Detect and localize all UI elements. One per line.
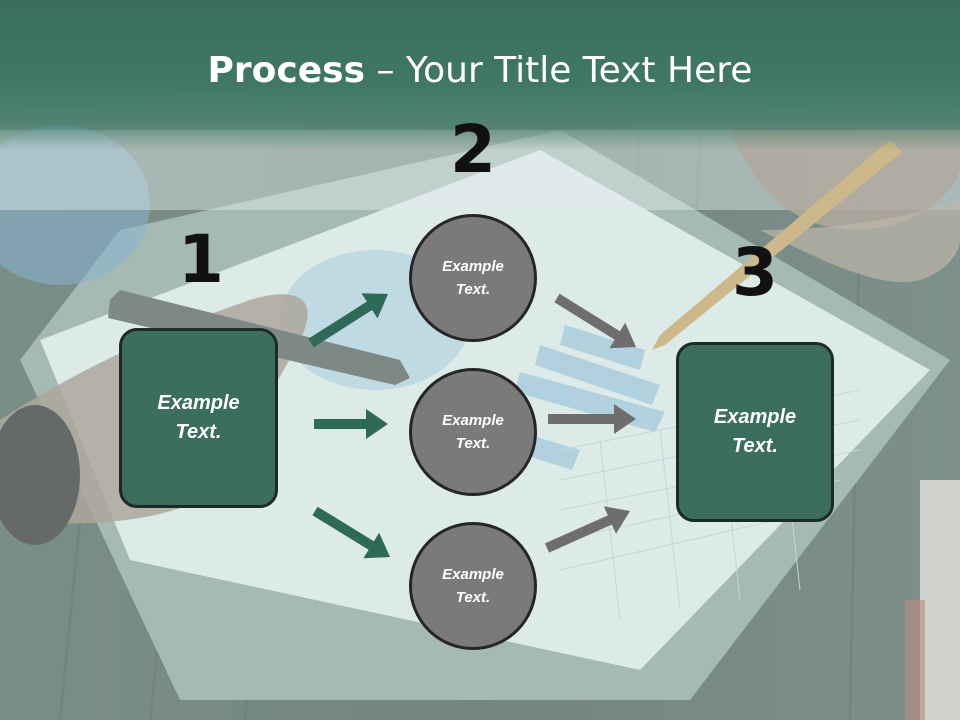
- step-3-box-text: Example Text.: [713, 406, 797, 457]
- circle-middle-text: Example Text.: [442, 412, 504, 452]
- arrow-1-to-top: [308, 293, 388, 348]
- arrow-top-to-3: [554, 293, 636, 349]
- step-1-box[interactable]: Example Text.: [119, 328, 278, 508]
- arrow-bottom-to-3: [545, 506, 630, 553]
- step-2-circle-top[interactable]: Example Text.: [409, 214, 537, 342]
- circle-top-text: Example Text.: [442, 258, 504, 298]
- slide-title[interactable]: Process – Your Title Text Here: [0, 50, 960, 91]
- step-2-circle-bottom[interactable]: Example Text.: [409, 522, 537, 650]
- step-1-number: 1: [178, 221, 224, 298]
- step-2-number: 2: [450, 111, 496, 188]
- step-2-circle-middle[interactable]: Example Text.: [409, 368, 537, 496]
- title-band: [0, 0, 960, 150]
- title-bold: Process: [207, 50, 366, 91]
- step-1-box-text: Example Text.: [157, 392, 240, 443]
- arrow-middle-to-3: [548, 404, 636, 434]
- arrow-1-to-middle: [314, 409, 388, 439]
- circle-bottom-text: Example Text.: [442, 566, 504, 606]
- arrow-1-to-bottom: [312, 506, 390, 559]
- step-3-number: 3: [732, 234, 778, 311]
- step-3-box[interactable]: Example Text.: [676, 342, 834, 522]
- title-rest: – Your Title Text Here: [365, 50, 753, 91]
